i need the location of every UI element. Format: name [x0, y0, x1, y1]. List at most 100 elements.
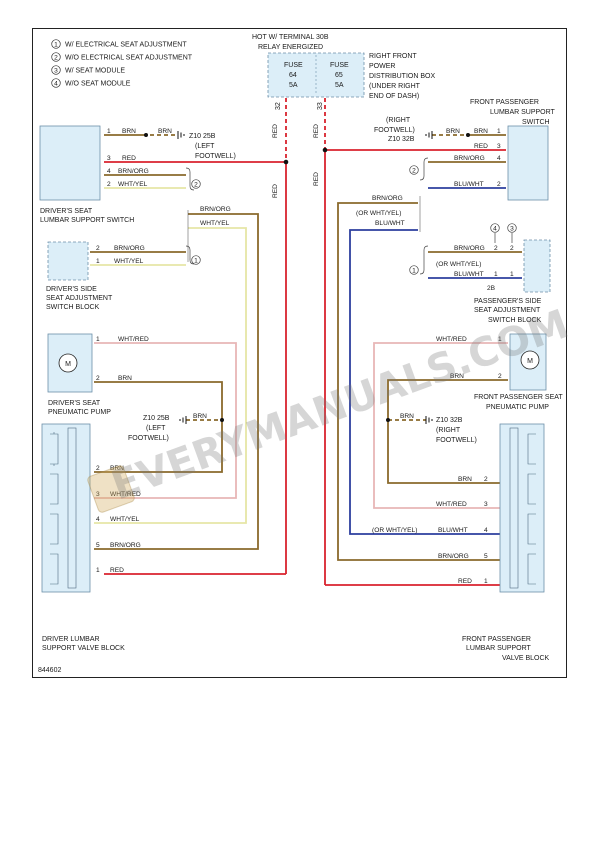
lbl-brn-org-drv-block: BRN/ORG	[114, 245, 145, 252]
lbl-brn-pass-pump: BRN	[450, 373, 464, 380]
wire-wht-red-drv-pump	[94, 342, 237, 499]
dist-box-line5: END OF DASH)	[369, 93, 419, 100]
svg-text:2: 2	[497, 181, 501, 188]
lbl-red-feed-left-top: RED	[272, 124, 279, 138]
dist-box-line4: (UNDER RIGHT	[369, 83, 421, 90]
svg-text:1: 1	[498, 336, 502, 343]
gnd-left-top-3: FOOTWELL)	[195, 153, 236, 160]
lbl-brn-org-pass-trunk: BRN/ORG	[372, 195, 403, 202]
pass-lumbar-switch-line1: FRONT PASSENGER	[470, 99, 539, 106]
fuse-64-number: 64	[289, 72, 297, 79]
lbl-wht-yel-drv-sw: WHT/YEL	[118, 181, 148, 188]
svg-text:2: 2	[484, 476, 488, 483]
legend-num-2: 2	[54, 54, 58, 61]
svg-text:4: 4	[497, 155, 501, 162]
gnd-right-top-3: Z10 32B	[388, 136, 415, 143]
wire-brn-org-drv-trunk	[94, 213, 259, 550]
wire-labels: BRN BRN RED BRN/ORG WHT/YEL BRN/ORG WHT/…	[110, 124, 496, 585]
gnd-left-mid-3: FOOTWELL)	[128, 435, 169, 442]
drv-pump-line1: DRIVER'S SEAT	[48, 400, 101, 407]
connector-2b: 2B	[487, 285, 496, 292]
page-frame	[32, 28, 567, 678]
svg-text:2: 2	[494, 245, 498, 252]
pass-lumbar-switch-line2: LUMBAR SUPPORT	[490, 109, 556, 116]
drv-side-block-line3: SWITCH BLOCK	[46, 304, 100, 311]
pass-valve-block	[499, 423, 545, 593]
marker-3-pass-block: 3	[510, 225, 514, 232]
lbl-blu-wht-pass-trunk: BLU/WHT	[375, 220, 405, 227]
svg-text:3: 3	[497, 143, 501, 150]
wires	[90, 98, 522, 586]
lbl-brn-org-drv-trunk: BRN/ORG	[200, 206, 231, 213]
wire-wht-yel-drv-trunk	[94, 227, 247, 524]
gnd-left-top-2: (LEFT	[195, 143, 215, 150]
pass-pump-motor-icon	[520, 350, 540, 370]
wire-blu-wht-pass-trunk	[349, 229, 500, 535]
lbl-brn-drv-gnd: BRN	[193, 413, 207, 420]
figure-id: 844602	[38, 667, 61, 674]
pass-side-block-line3: SWITCH BLOCK	[488, 317, 542, 324]
svg-text:1: 1	[107, 128, 111, 135]
marker-2-pass-switch: 2	[412, 167, 416, 174]
lbl-brn-org-pass-sw: BRN/ORG	[454, 155, 485, 162]
lbl-red-feed-right-top: RED	[313, 124, 320, 138]
lbl-brn-pass-valve: BRN	[458, 476, 472, 483]
pass-side-block-line2: SEAT ADJUSTMENT	[474, 307, 541, 314]
marker-2-drv-switch: 2	[194, 181, 198, 188]
fuse-65-number: 65	[335, 72, 343, 79]
splices	[144, 133, 470, 422]
hot-label-line2: RELAY ENERGIZED	[258, 44, 323, 51]
option-marker-numbers: 2 1 2 1 4 3	[194, 167, 514, 274]
legend-text-3: W/ SEAT MODULE	[65, 68, 125, 75]
lbl-red-pass-valve: RED	[458, 578, 472, 585]
lbl-brn-pass-sw: BRN	[474, 128, 488, 135]
lbl-wht-yel-drv-valve: WHT/YEL	[110, 516, 140, 523]
dist-box-line2: POWER	[369, 63, 395, 70]
lbl-brn-drv-sw: BRN	[122, 128, 136, 135]
svg-text:3: 3	[96, 491, 100, 498]
drv-side-block	[47, 241, 89, 281]
svg-text:1: 1	[484, 578, 488, 585]
legend-text-1: W/ ELECTRICAL SEAT ADJUSTMENT	[65, 42, 187, 49]
marker-1-pass-block: 1	[412, 267, 416, 274]
drv-pump-motor-label: M	[65, 361, 71, 368]
circuit-33: 33	[317, 102, 324, 110]
drv-lumbar-switch-line2: LUMBAR SUPPORT SWITCH	[40, 217, 134, 224]
ground-labels: Z10 25B (LEFT FOOTWELL) Z10 25B (LEFT FO…	[128, 117, 477, 444]
lbl-red-feed-right: RED	[313, 172, 320, 186]
fuse-64-rating: 5A	[289, 82, 298, 89]
dist-box-line1: RIGHT FRONT	[369, 53, 417, 60]
svg-text:2: 2	[498, 373, 502, 380]
lbl-or-wht-yel-pass-trunk: (OR WHT/YEL)	[356, 210, 401, 217]
svg-text:1: 1	[96, 258, 100, 265]
gnd-right-mid-1: Z10 32B	[436, 417, 463, 424]
legend-num-1: 1	[54, 41, 58, 48]
gnd-right-top-2: FOOTWELL)	[374, 127, 415, 134]
wire-brn-org-pass-trunk	[337, 202, 500, 561]
svg-text:2: 2	[107, 181, 111, 188]
legend-num-4: 4	[54, 80, 58, 87]
wire-brn-drv-pump	[94, 381, 223, 473]
lbl-wht-red-pass-pump: WHT/RED	[436, 336, 467, 343]
marker-1-drv-block: 1	[194, 257, 198, 264]
pass-valve-line3: VALVE BLOCK	[502, 655, 550, 662]
svg-text:2: 2	[510, 245, 514, 252]
svg-text:1: 1	[494, 271, 498, 278]
lbl-wht-red-pass-valve: WHT/RED	[436, 501, 467, 508]
svg-text:1: 1	[96, 567, 100, 574]
lbl-red-drv-sw: RED	[122, 155, 136, 162]
legend: 1 W/ ELECTRICAL SEAT ADJUSTMENT 2 W/O EL…	[51, 39, 193, 88]
pin-numbers: 1 3 4 2 2 1 1 2 2 3 4 5 1 1 3 4 2 2 2 1 …	[96, 128, 514, 585]
drv-pump-motor-icon	[58, 353, 78, 373]
circuit-32: 32	[275, 102, 282, 110]
drv-side-block-line2: SEAT ADJUSTMENT	[46, 295, 113, 302]
pass-valve-coils	[509, 427, 536, 589]
svg-text:2: 2	[96, 375, 100, 382]
pass-side-block	[523, 239, 551, 293]
lbl-brn-drv-sw-gnd: BRN	[158, 128, 172, 135]
svg-text:5: 5	[96, 542, 100, 549]
drv-valve-line1: DRIVER LUMBAR	[42, 636, 100, 643]
wire-brn-pass-pump	[387, 379, 508, 484]
drv-valve-line2: SUPPORT VALVE BLOCK	[42, 645, 125, 652]
marker-4-pass-block: 4	[493, 225, 497, 232]
